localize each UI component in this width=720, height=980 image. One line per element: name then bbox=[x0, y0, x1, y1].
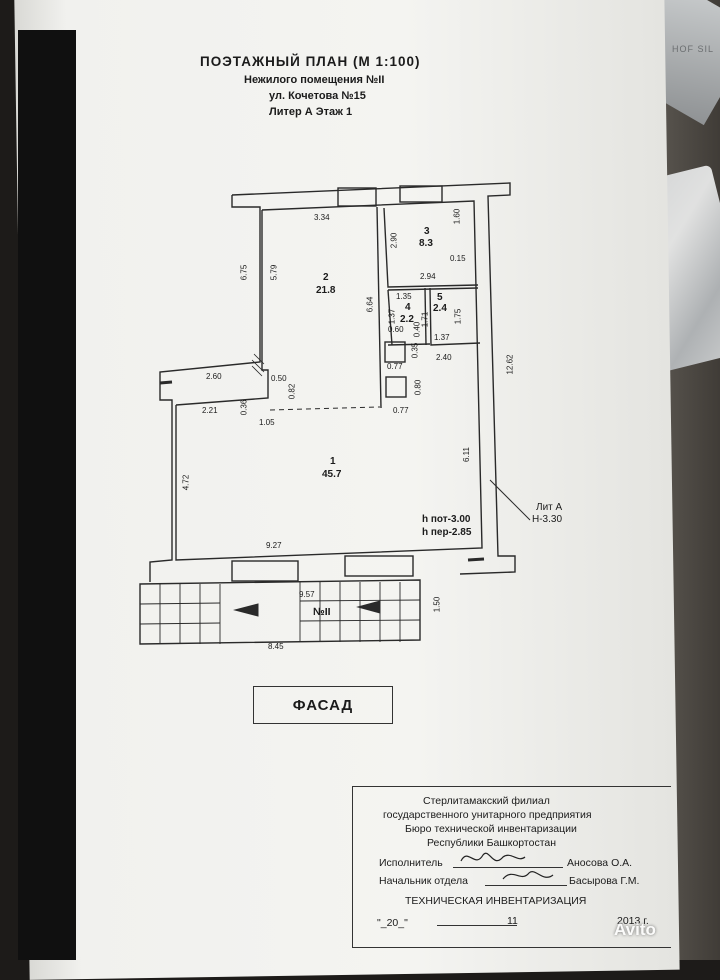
dim-label: 1.75 bbox=[453, 308, 463, 325]
dim-label: 1.60 bbox=[452, 208, 462, 225]
stamp-org-line1: Стерлитамакский филиал bbox=[423, 795, 550, 807]
room-4-area: 2.2 bbox=[400, 314, 414, 325]
room-3-number: 3 bbox=[424, 226, 430, 237]
stamp-date-month: 11 bbox=[507, 915, 518, 927]
dim-label: 6.11 bbox=[461, 447, 471, 462]
dim-label: 0.36 bbox=[239, 399, 249, 416]
dim-label: 0.15 bbox=[450, 254, 466, 263]
dim-label: 12.62 bbox=[505, 354, 515, 375]
plan-subtitle-premises: Нежилого помещения №II bbox=[244, 74, 385, 86]
entrance-label: №II bbox=[313, 606, 331, 618]
binder-strip bbox=[18, 30, 76, 960]
dim-label: 2.94 bbox=[420, 272, 436, 281]
dim-label: 1.05 bbox=[259, 418, 275, 427]
dim-label: 2.21 bbox=[202, 406, 218, 415]
liter-height: Н-3.30 bbox=[532, 514, 563, 525]
plan-subtitle-floor: Литер А Этаж 1 bbox=[269, 106, 353, 118]
stamp-date-line bbox=[437, 925, 517, 926]
dim-label: 2.40 bbox=[436, 353, 452, 362]
dim-label: 1.71 bbox=[420, 311, 430, 328]
dim-label: 0.77 bbox=[387, 362, 403, 371]
dim-label: 6.64 bbox=[365, 296, 375, 313]
dim-label: 2.60 bbox=[206, 372, 222, 381]
stamp-executor-label: Исполнитель bbox=[379, 857, 443, 869]
dim-label: 8.45 bbox=[268, 642, 284, 651]
stamp-executor-name: Аносова О.А. bbox=[567, 857, 633, 869]
room-1-area: 45.7 bbox=[322, 469, 342, 480]
dim-label: 1.35 bbox=[396, 292, 412, 301]
facade-label: ФАСАД bbox=[292, 696, 354, 714]
dim-label: 1.50 bbox=[432, 596, 442, 613]
dim-label: 0.50 bbox=[271, 374, 287, 383]
plan-subtitle-address: ул. Кочетова №15 bbox=[269, 90, 366, 102]
stamp-chief-name: Басырова Г.М. bbox=[569, 875, 640, 887]
dim-label: 1.37 bbox=[387, 308, 397, 325]
box-label: HOF SIL bbox=[672, 44, 715, 54]
title-block-stamp: Стерлитамакский филиал государственного … bbox=[352, 786, 671, 948]
ceiling-height: h пот-3.00 bbox=[422, 514, 471, 525]
dim-label: 9.57 bbox=[299, 590, 315, 599]
dim-label: 0.80 bbox=[413, 379, 423, 396]
stamp-date-year: 2013 г. bbox=[617, 915, 649, 927]
facade-label-box: ФАСАД bbox=[253, 686, 393, 724]
dim-label: 9.27 bbox=[266, 541, 282, 550]
liter-label: Лит А bbox=[536, 502, 563, 513]
room-3-area: 8.3 bbox=[419, 238, 433, 249]
floor-plan-drawing bbox=[139, 182, 531, 645]
room-2-area: 21.8 bbox=[316, 285, 336, 296]
stamp-org-line3: Бюро технической инвентаризации bbox=[405, 823, 577, 835]
dim-label: 0.60 bbox=[388, 325, 404, 334]
dim-label: 5.79 bbox=[269, 264, 279, 281]
dim-label: 2.90 bbox=[389, 232, 399, 249]
dim-label: 6.75 bbox=[239, 264, 249, 281]
stamp-chief-signature-line bbox=[485, 885, 567, 886]
stamp-chief-label: Начальник отдела bbox=[379, 875, 468, 887]
dim-label: 1.37 bbox=[434, 333, 450, 342]
dim-label: 0.35 bbox=[410, 342, 420, 359]
stamp-org-line2: государственного унитарного предприятия bbox=[383, 809, 592, 821]
floor-height: h пер-2.85 bbox=[422, 527, 472, 538]
room-1-number: 1 bbox=[330, 456, 336, 467]
stamp-signatures bbox=[460, 852, 554, 880]
room-5-number: 5 bbox=[437, 292, 443, 303]
stamp-date-day: "_20_" bbox=[377, 917, 408, 929]
plan-title: ПОЭТАЖНЫЙ ПЛАН (М 1:100) bbox=[200, 54, 421, 69]
dim-label: 3.34 bbox=[314, 213, 330, 222]
stamp-executor-signature-line bbox=[453, 867, 563, 868]
stamp-org-line4: Республики Башкортостан bbox=[427, 837, 557, 849]
stamp-inventory-title: ТЕХНИЧЕСКАЯ ИНВЕНТАРИЗАЦИЯ bbox=[405, 895, 587, 907]
room-5-area: 2.4 bbox=[433, 303, 447, 314]
dim-label: 4.72 bbox=[181, 474, 191, 491]
room-4-number: 4 bbox=[405, 302, 411, 313]
avito-watermark: Avito bbox=[614, 920, 656, 939]
room-2-number: 2 bbox=[323, 272, 329, 283]
dim-label: 0.82 bbox=[287, 383, 297, 400]
dim-label: 0.77 bbox=[393, 406, 409, 415]
